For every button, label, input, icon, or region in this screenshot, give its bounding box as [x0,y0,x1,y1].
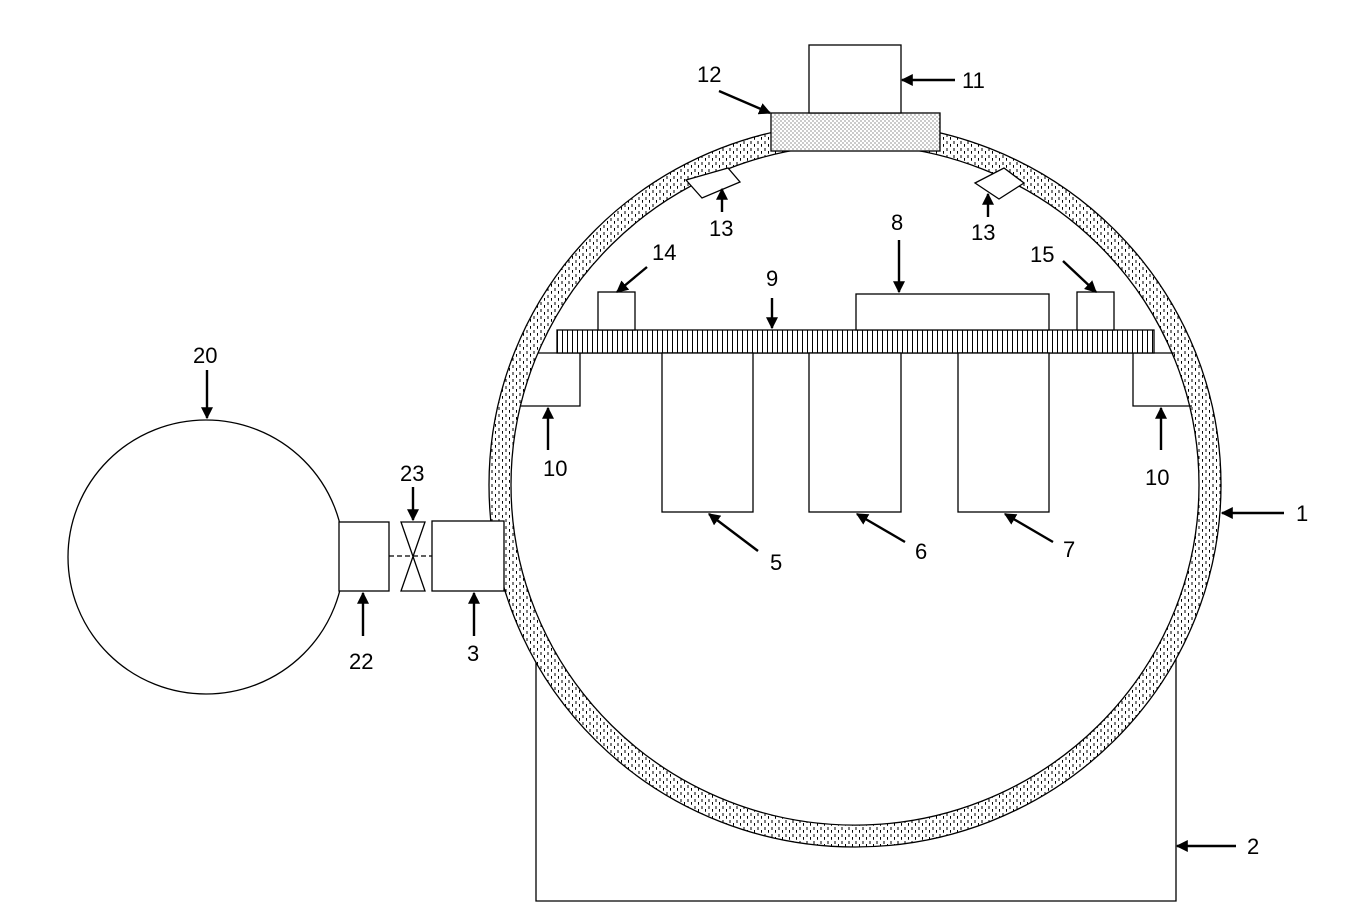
bracket-left [520,353,581,407]
sensor-left [684,167,742,199]
bracket-right [1132,353,1192,407]
leader-arrows [201,74,1284,852]
label-15: 15 [1030,242,1054,267]
label-12: 12 [697,62,721,87]
vessel-connector [338,521,390,592]
top-window [770,112,941,152]
label-2: 2 [1247,834,1259,859]
chamber-port [431,520,505,592]
label-13-left: 13 [709,216,733,241]
label-8: 8 [891,210,903,235]
label-1: 1 [1296,501,1308,526]
top-device [808,44,902,114]
support-plate [556,329,1155,354]
label-9: 9 [766,266,778,291]
support-frame [535,655,1177,902]
label-11: 11 [962,68,985,93]
label-7: 7 [1063,537,1075,562]
label-22: 22 [349,649,373,674]
component-8 [855,293,1050,331]
chamber-wall [488,122,1222,848]
component-14 [597,291,636,331]
label-13-right: 13 [971,220,995,245]
label-23: 23 [400,461,424,486]
component-15 [1076,291,1115,331]
source-7 [957,352,1050,513]
label-6: 6 [915,539,927,564]
label-10-left: 10 [543,456,567,481]
label-14: 14 [652,240,676,265]
valve [400,521,426,592]
source-6 [808,352,902,513]
label-10-right: 10 [1145,465,1169,490]
label-5: 5 [770,550,782,575]
label-20: 20 [193,343,217,368]
external-vessel [67,419,345,695]
label-3: 3 [467,641,479,666]
source-5 [661,352,754,513]
